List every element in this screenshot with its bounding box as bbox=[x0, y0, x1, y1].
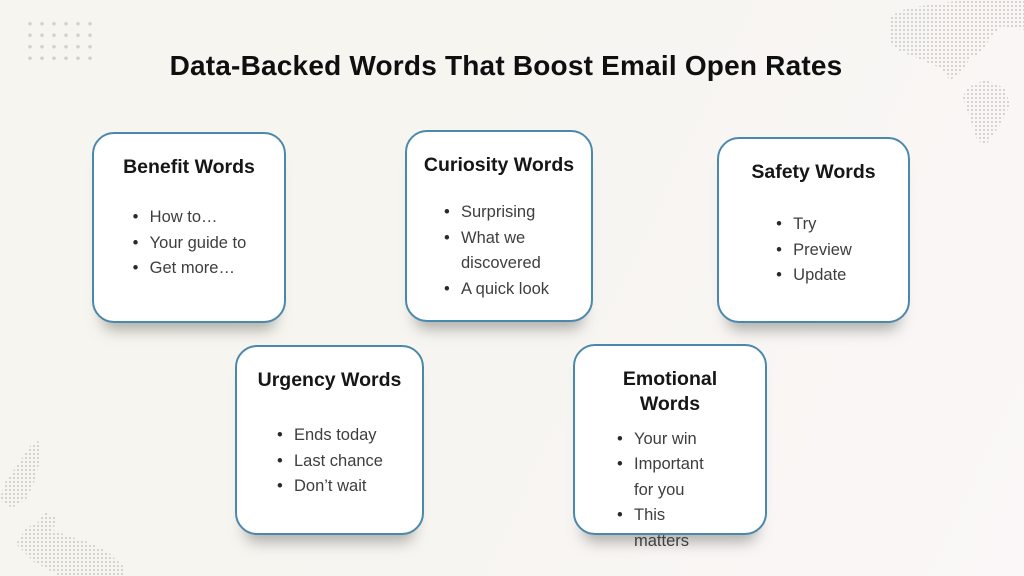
list-item: Ends today bbox=[276, 423, 383, 449]
bullet-list: Surprising What we discovered A quick lo… bbox=[443, 200, 555, 302]
list-item: Last chance bbox=[276, 449, 383, 475]
page-title: Data-Backed Words That Boost Email Open … bbox=[169, 50, 843, 81]
list-item: What we discovered bbox=[443, 226, 555, 277]
card-title: Emotional Words bbox=[622, 368, 718, 416]
list-item: Important for you bbox=[616, 452, 724, 503]
list-item: This matters bbox=[616, 503, 724, 554]
list-item: Get more… bbox=[132, 256, 247, 282]
list-item: Your guide to bbox=[132, 231, 247, 257]
card-emotional-words: Emotional Words Your win Important for y… bbox=[573, 344, 767, 550]
bullet-list: Ends today Last chance Don’t wait bbox=[276, 423, 383, 500]
card-safety-words: Safety Words Try Preview Update bbox=[717, 137, 910, 323]
card-urgency-words: Urgency Words Ends today Last chance Don… bbox=[235, 345, 424, 535]
list-item: Try bbox=[775, 212, 852, 238]
list-item: A quick look bbox=[443, 277, 555, 303]
list-item: Preview bbox=[775, 238, 852, 264]
card-title: Benefit Words bbox=[123, 156, 255, 178]
bullet-list: Your win Important for you This matters bbox=[616, 427, 724, 555]
bullet-list: Try Preview Update bbox=[775, 212, 852, 289]
list-item: Update bbox=[775, 263, 852, 289]
card-curiosity-words: Curiosity Words Surprising What we disco… bbox=[405, 130, 593, 322]
dotted-map-fragment-upper bbox=[0, 440, 41, 508]
dotted-map-fragment-lower bbox=[16, 512, 125, 576]
card-title: Urgency Words bbox=[257, 369, 402, 391]
card-title: Safety Words bbox=[751, 161, 876, 183]
dotted-map-bottom-left bbox=[0, 440, 130, 576]
list-item: Surprising bbox=[443, 200, 555, 226]
card-title: Curiosity Words bbox=[423, 154, 575, 176]
dot-grid-decoration bbox=[22, 16, 94, 63]
list-item: Your win bbox=[616, 427, 724, 453]
list-item: How to… bbox=[132, 205, 247, 231]
list-item: Don’t wait bbox=[276, 474, 383, 500]
bullet-list: How to… Your guide to Get more… bbox=[132, 205, 247, 282]
card-benefit-words: Benefit Words How to… Your guide to Get … bbox=[92, 132, 286, 323]
